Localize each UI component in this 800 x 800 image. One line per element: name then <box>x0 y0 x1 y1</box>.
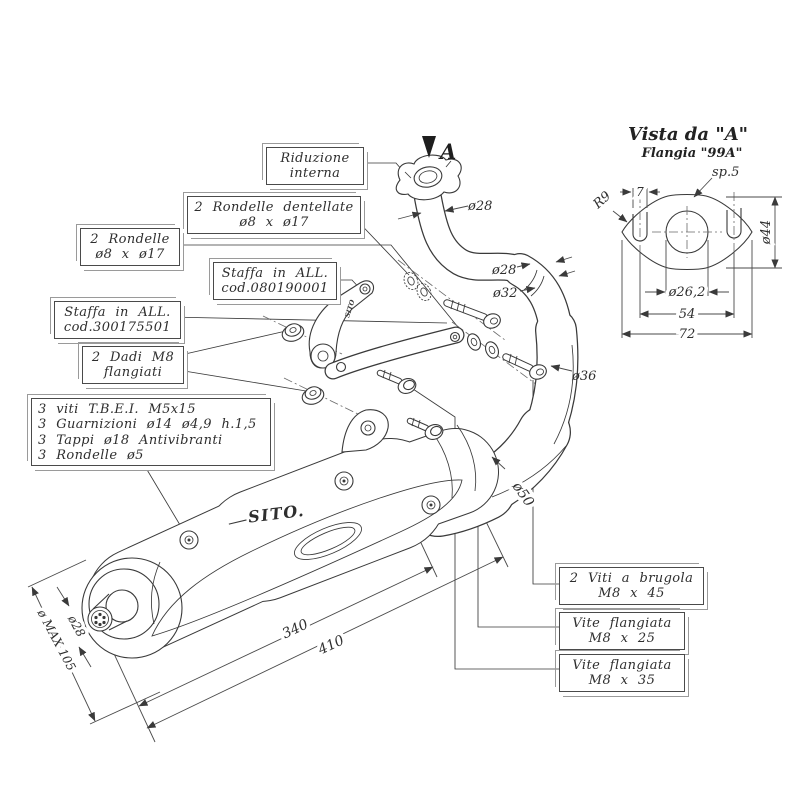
callout-viti-brugola: 2 Viti a brugola M8 x 45 <box>555 563 704 605</box>
antivibration-caps <box>179 471 441 550</box>
callout-text: 3 Tappi ø18 Antivibranti <box>38 432 223 448</box>
callout-text: M8 x 35 <box>588 673 656 689</box>
callout-text: Staffa in ALL. <box>64 305 171 320</box>
flat-washers <box>466 333 500 359</box>
view-arrow-A: A <box>422 136 456 164</box>
svg-text:ø36: ø36 <box>571 369 596 384</box>
callout-text: flangiati <box>103 365 163 381</box>
bracket-staffa-300 <box>324 326 465 380</box>
callout-text: cod.300175501 <box>63 320 172 336</box>
callout-riduzione-interna: Riduzione interna <box>262 143 364 185</box>
callout-rondelle: 2 Rondelle ø8 x ø17 <box>76 224 180 266</box>
callout-text: 3 Rondelle ø5 <box>38 447 144 463</box>
svg-text:7: 7 <box>636 185 644 199</box>
flanged-nuts-m8 <box>281 323 325 405</box>
callout-text: 2 Dadi M8 <box>91 350 175 365</box>
muffler-mount-tab <box>341 409 389 453</box>
callout-text: M8 x 45 <box>598 586 665 602</box>
callout-rondelle-dentellate: 2 Rondelle dentellate ø8 x ø17 <box>183 192 361 234</box>
callout-text: cod.080190001 <box>221 281 329 297</box>
svg-text:Flangia "99A": Flangia "99A" <box>641 146 743 161</box>
flanged-bolt-m8x25 <box>406 417 444 440</box>
svg-text:72: 72 <box>679 327 696 342</box>
callout-text: ø8 x ø17 <box>95 247 165 263</box>
callout-text: M8 x 25 <box>588 631 656 647</box>
callout-staffa-300175501: Staffa in ALL. cod.300175501 <box>50 297 181 339</box>
svg-text:ø28: ø28 <box>491 263 516 278</box>
svg-text:ø32: ø32 <box>492 286 517 301</box>
socket-bolt-m8x45-b <box>502 353 547 380</box>
svg-text:410: 410 <box>315 632 347 658</box>
callout-text: 3 Guarnizioni ø14 ø4,9 h.1,5 <box>38 417 257 433</box>
svg-text:ø44: ø44 <box>759 220 774 245</box>
callout-vite-m8x35: Vite flangiata M8 x 35 <box>555 650 685 692</box>
svg-text:54: 54 <box>679 307 696 322</box>
callout-text: Riduzione <box>280 151 350 166</box>
bracket-staffa-080: SITO <box>308 280 375 369</box>
callout-text: 2 Rondelle dentellate <box>194 200 354 215</box>
callout-dadi-m8: 2 Dadi M8 flangiati <box>78 342 184 384</box>
svg-text:340: 340 <box>280 616 311 642</box>
callout-vite-m8x25: Vite flangiata M8 x 25 <box>555 608 685 650</box>
callout-text: interna <box>289 166 341 182</box>
svg-text:ø26,2: ø26,2 <box>668 285 706 300</box>
callout-kit-contents: 3 viti T.B.E.I. M5x15 3 Guarnizioni ø14 … <box>27 393 271 467</box>
callout-text: ø8 x ø17 <box>239 215 309 231</box>
flange-detail-view: Vista da "A" Flangia "99A" sp.5 R9 7 ø44… <box>590 124 782 346</box>
callout-text: Vite flangiata <box>572 616 672 631</box>
cover-plate <box>151 479 463 637</box>
callout-staffa-080190001: Staffa in ALL. cod.080190001 <box>209 258 337 300</box>
svg-text:sp.5: sp.5 <box>712 165 739 180</box>
callout-text: 3 viti T.B.E.I. M5x15 <box>38 402 196 417</box>
svg-text:R9: R9 <box>590 189 614 213</box>
callout-text: Vite flangiata <box>572 658 672 673</box>
svg-text:Vista da "A": Vista da "A" <box>628 124 748 145</box>
callout-text: 2 Rondelle <box>90 232 170 247</box>
header-flange <box>395 154 462 201</box>
callout-text: Staffa in ALL. <box>221 266 329 281</box>
socket-bolt-m8x45-a <box>443 299 501 329</box>
callout-text: 2 Viti a brugola <box>569 571 694 586</box>
svg-text:ø28: ø28 <box>467 199 492 214</box>
toothed-washers <box>403 271 432 302</box>
flanged-bolt-m8x35 <box>376 369 417 394</box>
exhaust-tip <box>87 606 113 632</box>
svg-text:A: A <box>438 139 456 164</box>
